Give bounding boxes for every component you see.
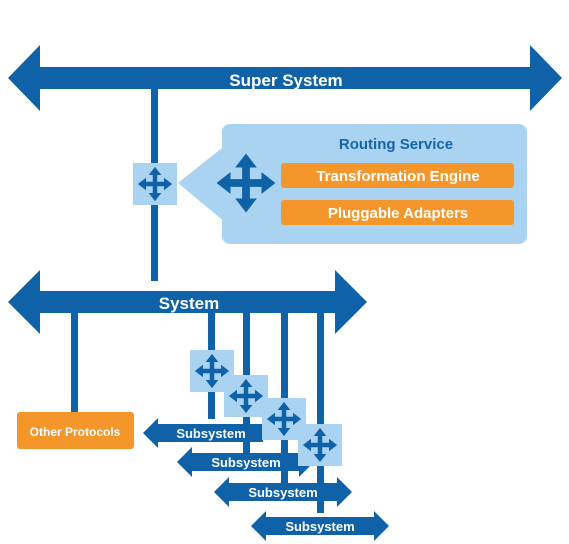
subsystem-label: Subsystem	[248, 485, 317, 500]
pluggable-adapters-label: Pluggable Adapters	[328, 205, 468, 222]
other-protocols-node: Other Protocols	[17, 412, 134, 449]
super-system-arrow	[8, 45, 562, 111]
system-bus: System	[8, 270, 367, 334]
router-node-subsystem-4	[298, 424, 342, 466]
transformation-engine-box	[281, 163, 514, 188]
super-system-label: Super System	[229, 71, 342, 90]
subsystem-label: Subsystem	[285, 519, 354, 534]
subsystem-1: Subsystem	[143, 418, 263, 448]
transformation-engine-label: Transformation Engine	[316, 168, 479, 185]
other-protocols-connector	[71, 313, 78, 413]
subsystem-connector-4	[317, 313, 324, 513]
router-node-super	[133, 163, 177, 205]
router-node-subsystem-2	[224, 375, 268, 417]
system-label: System	[159, 294, 219, 313]
subsystem-label: Subsystem	[176, 426, 245, 441]
subsystem-2: Subsystem	[177, 447, 314, 477]
routing-service-callout	[178, 140, 232, 228]
system-arrow	[8, 270, 367, 334]
subsystem-arrow	[251, 511, 389, 541]
subsystem-arrow	[177, 447, 314, 477]
other-protocols-box	[17, 412, 134, 449]
subsystem-4: Subsystem	[251, 511, 389, 541]
routing-service-panel: Routing Service Transformation Engine Pl…	[178, 124, 527, 244]
routing-service-title: Routing Service	[339, 136, 453, 153]
subsystem-arrow	[143, 418, 263, 448]
other-protocols-label: Other Protocols	[30, 425, 121, 439]
subsystem-label: Subsystem	[211, 455, 280, 470]
super-system-bus: Super System	[8, 45, 562, 111]
subsystem-3: Subsystem	[214, 477, 352, 507]
subsystem-arrow	[214, 477, 352, 507]
pluggable-adapters-box	[281, 200, 514, 225]
